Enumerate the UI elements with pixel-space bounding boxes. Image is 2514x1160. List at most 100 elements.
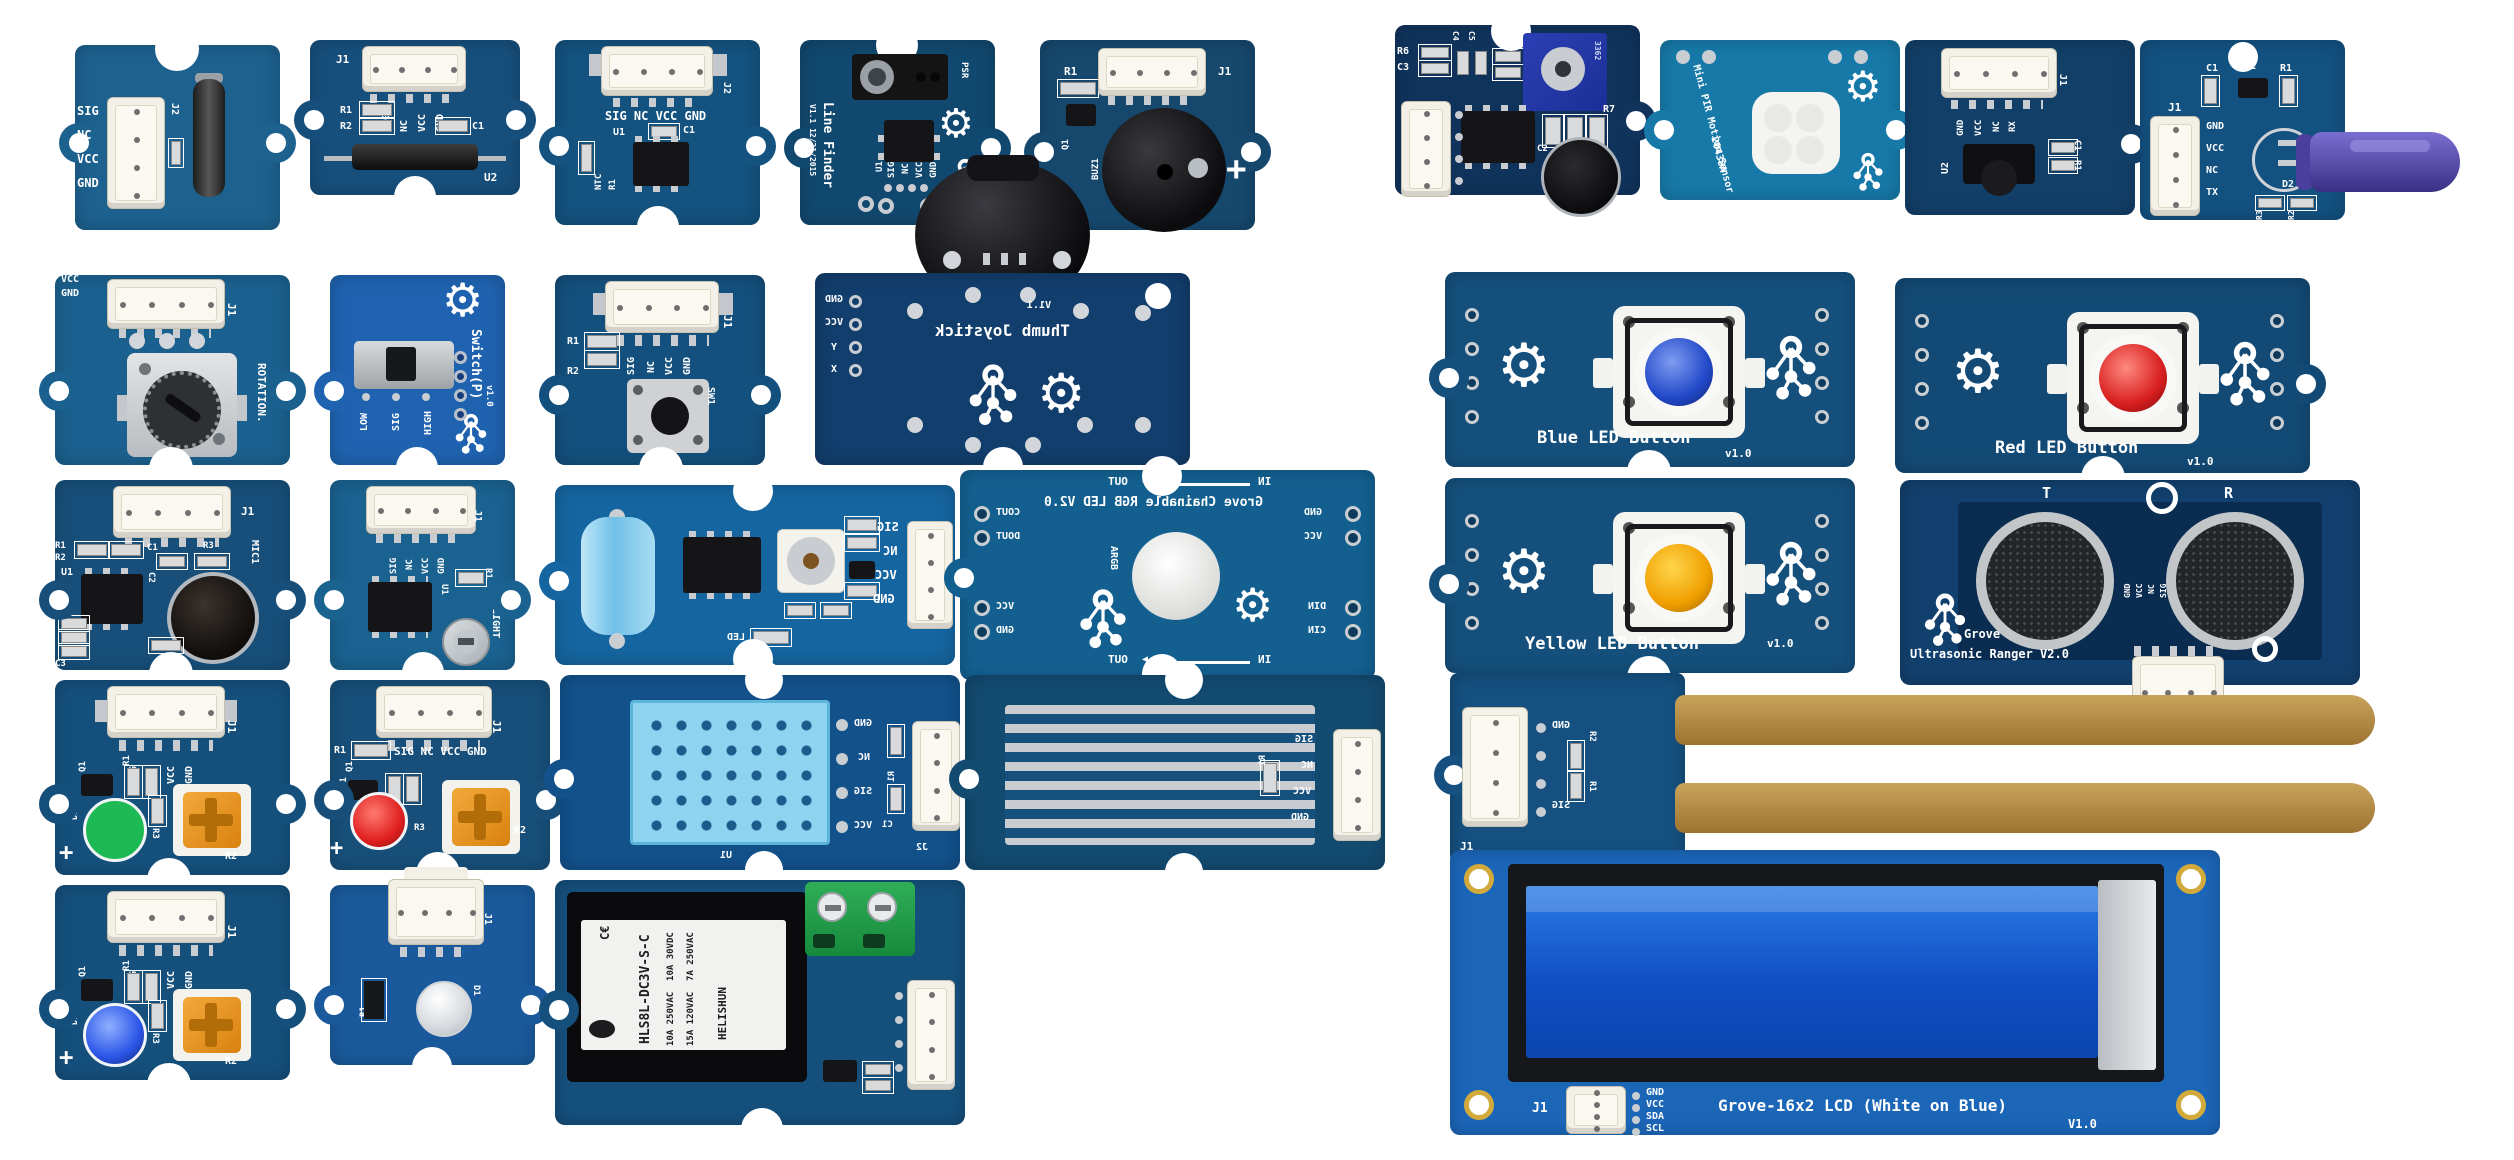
connector-pin xyxy=(446,910,452,916)
red-button-dome xyxy=(2099,344,2167,412)
pcb-feature xyxy=(1915,314,1929,328)
connector-pin xyxy=(934,787,940,794)
pcb-feature xyxy=(1745,358,1765,388)
ic-chip xyxy=(633,142,689,186)
pcb-feature xyxy=(1492,48,1524,65)
pcb-feature xyxy=(1073,303,1089,319)
pcb-feature xyxy=(2176,1090,2206,1120)
silkscreen-label: R1 xyxy=(122,755,132,766)
connector-pin xyxy=(928,586,934,593)
connector-pin xyxy=(2011,71,2018,77)
grove-connector xyxy=(113,486,231,538)
pcb-feature xyxy=(2278,160,2304,166)
connector-pin xyxy=(1493,720,1499,726)
pcb-feature xyxy=(844,516,880,534)
pcb-feature xyxy=(1632,1128,1640,1136)
connector-pin xyxy=(125,510,132,516)
pcb-feature xyxy=(1542,114,1564,148)
pcb-feature xyxy=(49,999,69,1019)
pcb-feature xyxy=(878,198,894,214)
pcb-feature xyxy=(189,1019,233,1031)
connector-slot xyxy=(396,887,476,937)
silkscreen-label: CIN xyxy=(1308,625,1327,636)
pcb-feature xyxy=(69,133,89,153)
silkscreen-label: Mini PIR Motion Sensor xyxy=(1690,63,1736,195)
pcb-feature xyxy=(930,72,940,82)
connector-pin xyxy=(617,305,624,311)
connector-pin xyxy=(178,302,185,308)
silkscreen-label: R3 xyxy=(2255,210,2264,220)
connector-pin xyxy=(697,69,703,75)
silkscreen-label: VCC xyxy=(854,820,873,831)
connector-slot xyxy=(2158,124,2192,208)
silkscreen-label: J1 xyxy=(241,505,255,518)
pcb-feature xyxy=(844,582,880,600)
pcb-feature xyxy=(1625,524,1733,632)
module-sound-sensor: J1C1R3MIC1R1R2U1R7R6C3C2 xyxy=(39,480,306,696)
connector-slot xyxy=(609,54,705,88)
silkscreen-label: COUT xyxy=(996,507,1021,518)
pcb-feature xyxy=(2279,75,2298,107)
gear-logo-icon: ⚙ xyxy=(1232,578,1274,632)
silkscreen-label: J1 xyxy=(490,720,503,734)
pcb-feature xyxy=(863,934,885,948)
pcb-feature xyxy=(2199,364,2219,394)
pcb-feature xyxy=(276,590,296,610)
silkscreen-label: 3362 xyxy=(1593,41,1602,61)
silkscreen-label: VCC xyxy=(1974,119,1984,136)
silkscreen-label: GND xyxy=(854,718,873,729)
silkscreen-label: R1 xyxy=(2280,63,2293,74)
solder-pins xyxy=(617,335,709,346)
pcb-feature xyxy=(361,978,387,1022)
pcb-feature xyxy=(276,999,296,1019)
silkscreen-label: R2 xyxy=(567,366,580,377)
silkscreen-label: C4 xyxy=(1451,31,1460,41)
pcb-feature xyxy=(148,1000,167,1032)
pcb-feature xyxy=(1492,64,1524,81)
silkscreen-label: R1 xyxy=(122,960,132,971)
connector-pin xyxy=(928,613,934,620)
grove-connector xyxy=(107,279,225,329)
pcb-feature xyxy=(907,303,923,319)
gear-logo-icon: ⚙ xyxy=(1844,62,1882,111)
silkscreen-label: R1 xyxy=(1258,755,1268,766)
silkscreen-label: PSR xyxy=(959,62,969,79)
silkscreen-label: C€ xyxy=(598,925,612,940)
silkscreen-label: v1.0 xyxy=(1725,447,1752,460)
silkscreen-label: GND xyxy=(873,592,895,606)
silkscreen-label: VCC xyxy=(1646,1099,1665,1110)
silkscreen-label: C1 xyxy=(147,543,158,553)
pcb-feature xyxy=(2270,314,2284,328)
silkscreen-label: IN xyxy=(1258,475,1272,488)
silkscreen-label: R3 xyxy=(150,828,160,839)
silkscreen-label: R1 xyxy=(608,179,618,190)
connector-pin xyxy=(929,1046,935,1053)
silkscreen-label: v1.0 xyxy=(1767,637,1794,650)
grove-node-logo-icon xyxy=(1763,536,1819,612)
solder-pins xyxy=(613,98,703,107)
connector-slot xyxy=(613,289,711,325)
silkscreen-label: VCC xyxy=(166,970,177,989)
solder-pins xyxy=(119,945,213,956)
silkscreen-label: GND xyxy=(437,557,447,574)
pcb-feature xyxy=(304,110,324,130)
switch-lever xyxy=(386,347,416,381)
pcb-feature xyxy=(2296,374,2316,394)
silkscreen-label: NC xyxy=(405,559,415,570)
silkscreen-label: VCC xyxy=(61,274,80,285)
silkscreen-label: GND xyxy=(682,356,693,375)
pcb-feature xyxy=(1135,417,1151,433)
pcb-feature xyxy=(745,661,783,699)
green-led-lens xyxy=(83,798,147,862)
pcb-feature xyxy=(836,719,848,731)
pcb-feature xyxy=(751,385,771,405)
connector-pin xyxy=(1594,1102,1600,1108)
solder-pins xyxy=(400,947,472,957)
pcb-feature xyxy=(849,341,862,354)
silkscreen-label: C1 xyxy=(882,820,893,830)
pcb-feature xyxy=(403,773,422,805)
